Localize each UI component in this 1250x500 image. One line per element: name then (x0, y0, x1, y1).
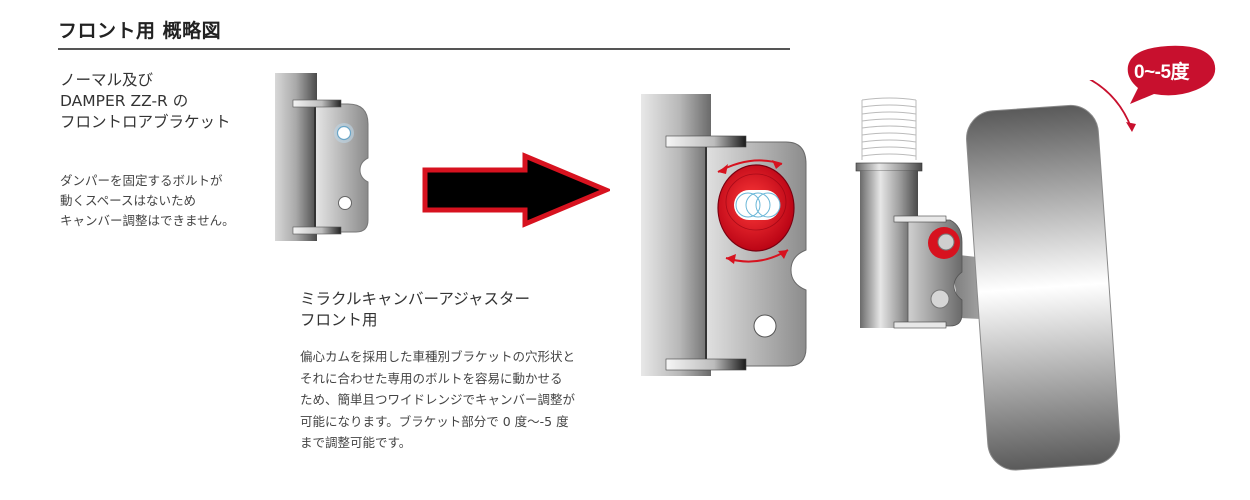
normal-bracket-heading: ノーマル及び DAMPER ZZ-R の フロントロアブラケット (60, 70, 231, 133)
strut-wheel-illustration (855, 80, 1136, 471)
description-line: 可能になります。ブラケット部分で 0 度〜-5 度 (300, 413, 569, 429)
miracle-adjuster-heading: ミラクルキャンバーアジャスター フロント用 (300, 289, 530, 331)
description-line: ため、簡単且つワイドレンジでキャンバー調整が (300, 392, 576, 407)
description-line: 動くスペースはないため (60, 193, 197, 208)
description-line: ダンパーを固定するボルトが (60, 173, 223, 188)
miracle-adjuster-description: 偏心カムを採用した車種別ブラケットの穴形状と それに合わせた専用のボルトを容易に… (300, 346, 620, 454)
right-arrow-icon (422, 152, 610, 228)
camber-range-label: 0~-5度 (1134, 62, 1190, 83)
normal-bracket-description: ダンパーを固定するボルトが 動くスペースはないため キャンバー調整はできません。 (60, 171, 235, 231)
camber-range-badge (1127, 45, 1216, 104)
heading-line: ノーマル及び (60, 71, 154, 89)
heading-line: DAMPER ZZ-R の (60, 92, 189, 110)
description-line: キャンバー調整はできません。 (60, 213, 235, 228)
heading-line: フロントロアブラケット (60, 113, 231, 131)
miracle-bracket-illustration (641, 94, 807, 376)
description-line: 偏心カムを採用した車種別ブラケットの穴形状と (300, 349, 576, 364)
curved-double-arrow-icon (1089, 80, 1133, 131)
normal-bracket-illustration (275, 73, 369, 241)
description-line: まで調整可能です。 (300, 435, 412, 450)
title-divider (58, 48, 790, 50)
description-line: それに合わせた専用のボルトを容易に動かせる (300, 370, 563, 386)
heading-line: ミラクルキャンバーアジャスター (300, 290, 531, 308)
heading-line: フロント用 (300, 311, 378, 329)
page-title: フロント用 概略図 (58, 20, 222, 42)
